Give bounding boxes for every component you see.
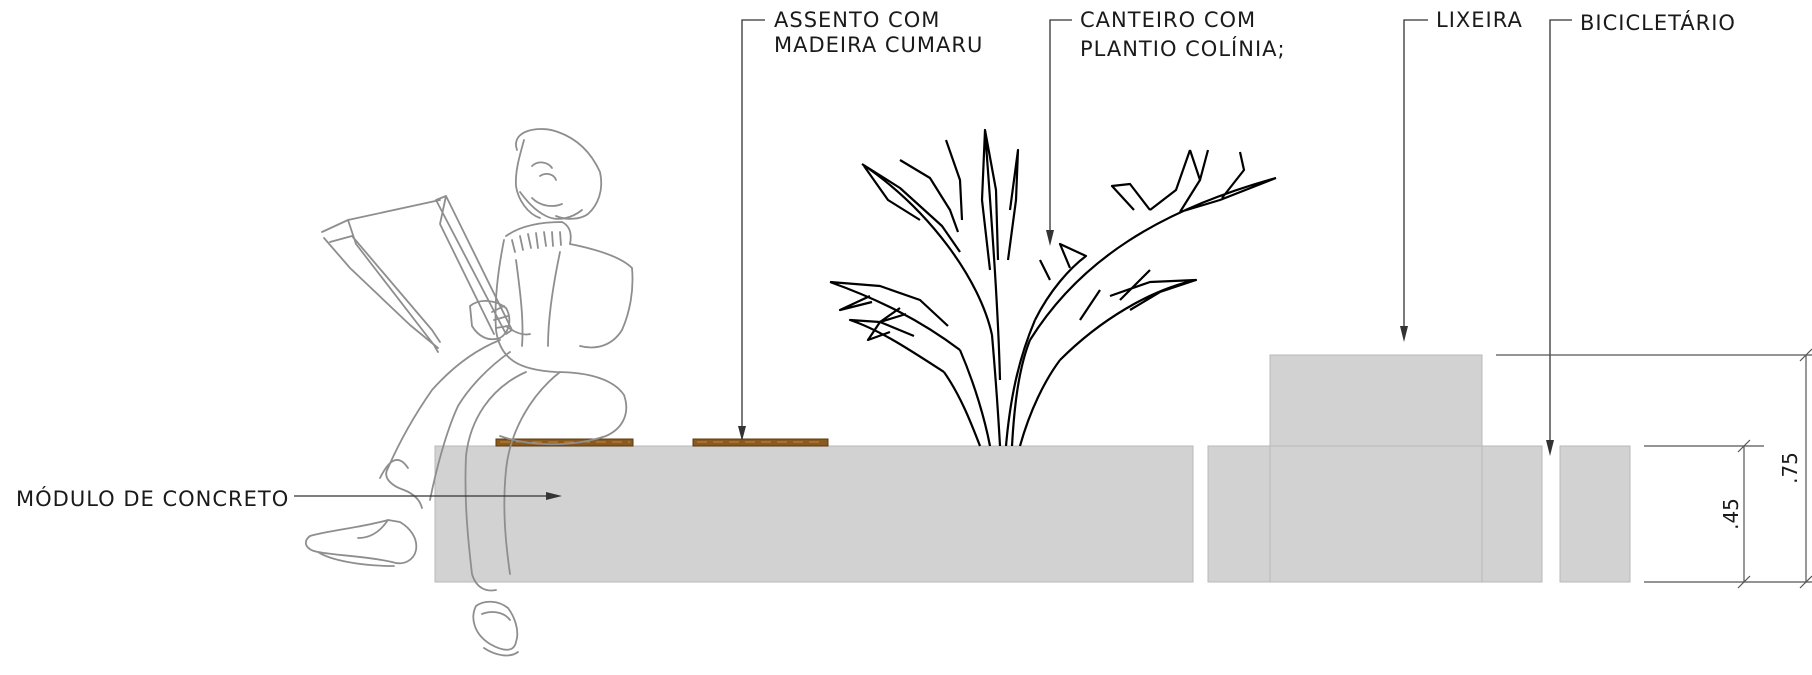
label-canteiro-line2: PLANTIO COLÍNIA; xyxy=(1080,36,1286,61)
palm-plant xyxy=(829,128,1277,447)
lixeira-bin xyxy=(1269,354,1483,447)
label-bicicletario: BICICLETÁRIO xyxy=(1580,10,1736,35)
dimension-seat-height: .45 xyxy=(1719,498,1743,530)
label-assento-line1: ASSENTO COM xyxy=(774,8,940,32)
leader-bicicletario xyxy=(1546,19,1572,456)
cumaru-wood-seats xyxy=(495,438,829,447)
label-lixeira: LIXEIRA xyxy=(1436,8,1523,32)
leader-modulo xyxy=(294,492,562,500)
label-canteiro-line1: CANTEIRO COM xyxy=(1080,8,1256,32)
leader-lixeira xyxy=(1400,19,1428,342)
seated-person-figure xyxy=(304,128,634,657)
leader-canteiro xyxy=(1046,19,1072,246)
dimension-lines xyxy=(1496,348,1812,589)
label-modulo-de-concreto: MÓDULO DE CONCRETO xyxy=(16,486,289,511)
label-assento-line2: MADEIRA CUMARU xyxy=(774,33,983,57)
leader-assento xyxy=(738,19,765,441)
concrete-module xyxy=(434,354,1631,583)
dimension-bin-height: .75 xyxy=(1778,452,1802,484)
